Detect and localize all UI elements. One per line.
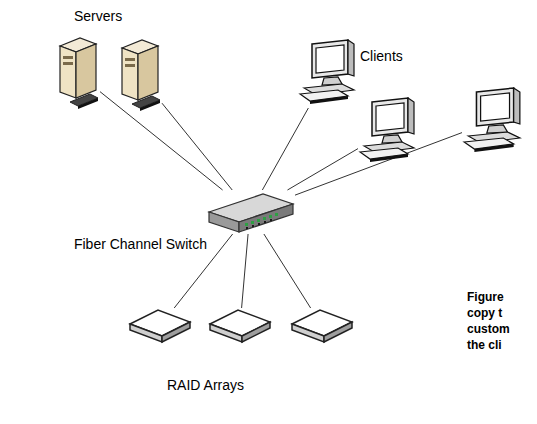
- caption-text: custom: [467, 321, 510, 337]
- network-link: [162, 103, 232, 190]
- client-computer-icon: [462, 86, 524, 156]
- raid-array: [290, 308, 354, 344]
- server-icon: [118, 38, 162, 114]
- server-icon: [56, 36, 100, 112]
- group-label: Clients: [360, 48, 403, 64]
- raid-array-icon: [128, 308, 192, 344]
- client-computer-icon: [298, 38, 358, 108]
- group-label: Servers: [74, 8, 122, 24]
- server: [118, 38, 162, 114]
- caption-text: copy t: [467, 305, 502, 321]
- network-link: [262, 108, 308, 190]
- raid-array-icon: [290, 308, 354, 344]
- raid-array: [208, 308, 272, 344]
- caption-text: the cli: [467, 337, 502, 353]
- client-computer: [462, 86, 524, 156]
- caption-text: Figure: [467, 289, 504, 305]
- network-link: [287, 149, 358, 190]
- node-label: Fiber Channel Switch: [74, 236, 207, 252]
- client-computer-icon: [358, 96, 418, 166]
- client-computer: [298, 38, 358, 108]
- network-link: [295, 133, 462, 196]
- fiber-channel-switch: Fiber Channel Switch: [205, 190, 295, 234]
- network-link: [100, 92, 223, 190]
- raid-array-icon: [208, 308, 272, 344]
- client-computer: [358, 96, 418, 166]
- group-label: RAID Arrays: [167, 377, 244, 393]
- server: [56, 36, 100, 112]
- network-link: [264, 234, 311, 308]
- raid-array: [128, 308, 192, 344]
- network-link: [242, 234, 248, 308]
- switch-icon: [205, 190, 295, 234]
